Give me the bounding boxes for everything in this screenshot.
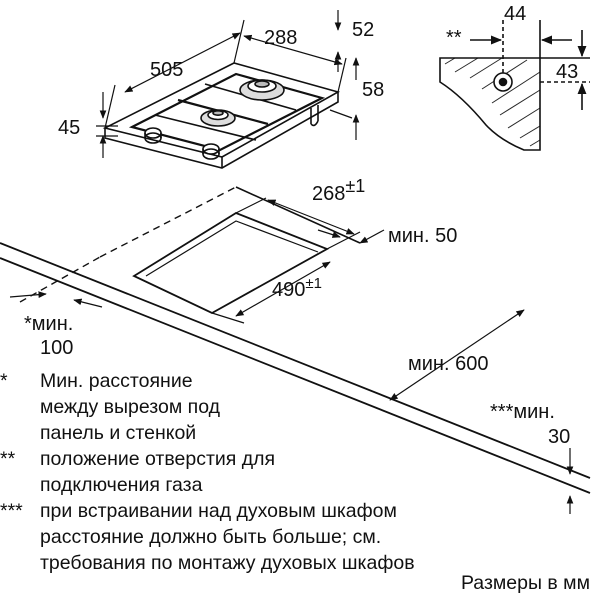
gas-connection-stub	[310, 105, 319, 127]
dim-288: 288	[264, 27, 297, 49]
dim-45: 45	[58, 117, 80, 139]
footnotes: * Мин. расстояние между вырезом под пане…	[0, 368, 600, 576]
burner-small	[200, 109, 236, 127]
dim-58: 58	[362, 79, 384, 101]
dim-line-600	[389, 309, 525, 401]
footnote-3: *** при встраивании над духовым шкафом р…	[0, 498, 600, 576]
dim-43: 43	[556, 61, 578, 83]
footnote-1: * Мин. расстояние между вырезом под пане…	[0, 368, 600, 446]
dim-min-600: мин. 600	[408, 353, 488, 375]
dim-min-100-label: *мин.	[24, 313, 73, 335]
dim-line-288	[243, 34, 343, 66]
control-knob-rear	[202, 143, 220, 160]
footnote-line: панель и стенкой	[40, 422, 197, 444]
footnote-mark: **	[0, 448, 16, 470]
units-note: Размеры в мм	[460, 572, 590, 594]
footnote-line: при встраивании над духовым шкафом	[40, 500, 397, 522]
footnote-mark: ***	[0, 500, 23, 522]
worktop-front-edge-lower	[0, 257, 591, 494]
footnote-line: требования по монтажу духовых шкафов	[40, 552, 415, 574]
dim-490: 490±1	[272, 275, 322, 301]
dim-44: 44	[504, 3, 526, 25]
burner-large	[239, 79, 285, 101]
dim-268: 268±1	[312, 176, 365, 205]
gas-marker: **	[446, 27, 462, 49]
footnote-line: положение отверстия для	[40, 448, 276, 470]
footnote-2: ** положение отверстия для подключения г…	[0, 446, 600, 498]
dim-line-268	[267, 199, 355, 235]
worktop-illustration	[0, 186, 591, 494]
footnote-line: между вырезом под	[40, 396, 221, 418]
dim-505: 505	[150, 59, 183, 81]
footnote-line: расстояние должно быть больше; см.	[40, 526, 382, 548]
control-knob-front	[144, 127, 162, 144]
dim-line-490	[235, 261, 331, 317]
dim-min-50: мин. 50	[388, 225, 457, 247]
dim-min-30-value: 30	[548, 426, 570, 448]
dim-min-100-value: 100	[40, 337, 73, 359]
footnote-mark: *	[0, 370, 8, 392]
gas-connection-section	[439, 20, 590, 151]
dim-line-505	[124, 32, 241, 93]
worktop-front-edge	[0, 242, 591, 479]
footnote-line: Мин. расстояние	[40, 370, 193, 392]
dim-min-30-label: ***мин.	[490, 401, 555, 423]
dim-52: 52	[352, 19, 374, 41]
hob-illustration	[102, 62, 341, 169]
worktop-rear-edge	[99, 186, 237, 258]
footnote-line: подключения газа	[40, 474, 203, 496]
